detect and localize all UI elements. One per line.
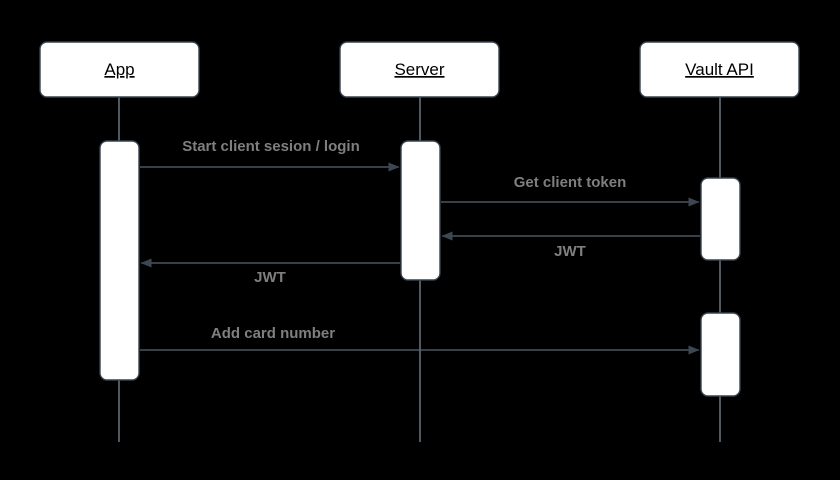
message-label-msg-jwt-vault-to-server: JWT [554, 243, 586, 260]
message-label-msg-jwt-server-to-app: JWT [254, 269, 286, 286]
participant-label-vault-api: Vault API [685, 60, 754, 79]
message-label-msg-start-client-session: Start client sesion / login [182, 138, 360, 155]
participant-box-server[interactable] [339, 41, 500, 98]
activation-bar-app-1[interactable] [99, 140, 140, 381]
participant-box-app[interactable] [39, 41, 200, 98]
participant-boxes-group: App Server Vault API [39, 41, 800, 98]
participant-label-app: App [104, 60, 134, 79]
message-label-msg-get-client-token: Get client token [514, 174, 627, 191]
participant-box-vault-api[interactable] [639, 41, 800, 98]
participant-label-server: Server [394, 60, 444, 79]
activation-bar-vault-api-2[interactable] [700, 312, 741, 397]
activation-bar-server-1[interactable] [400, 140, 441, 281]
activation-bar-vault-api-1[interactable] [700, 177, 741, 261]
activation-bars-group [99, 140, 741, 397]
message-label-msg-add-card-number: Add card number [211, 325, 335, 342]
